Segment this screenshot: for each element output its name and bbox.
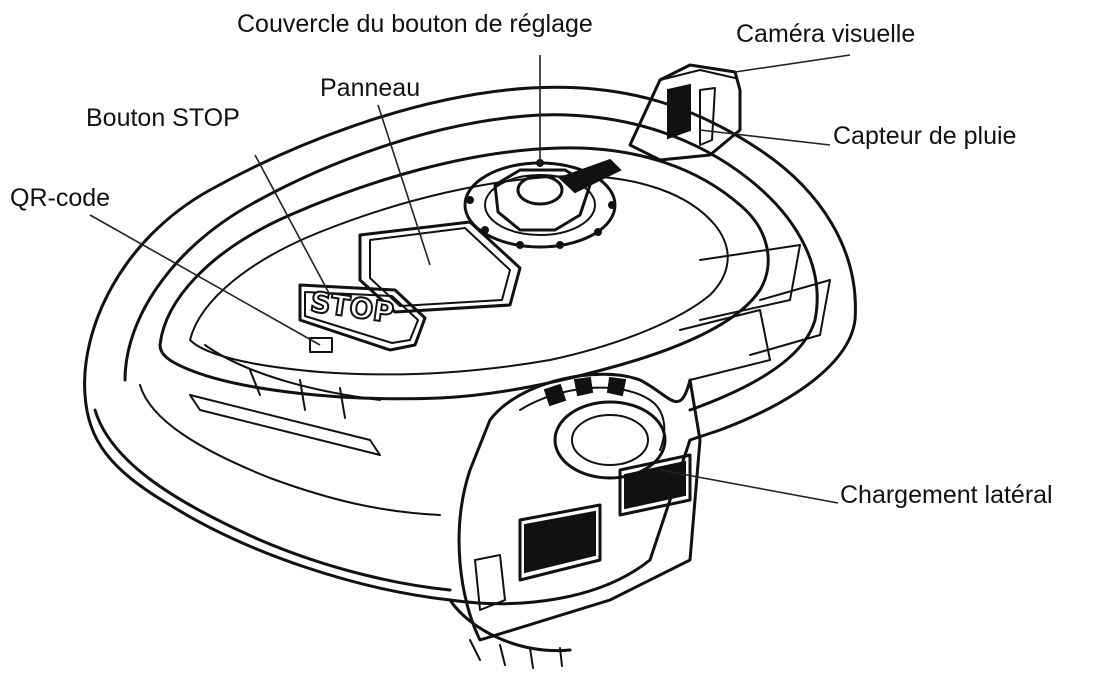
front-bumper bbox=[93, 408, 452, 592]
label-qr-code: QR-code bbox=[10, 184, 111, 212]
camera-post bbox=[628, 63, 742, 162]
front-slot-1 bbox=[189, 394, 381, 456]
side-panel-2 bbox=[749, 279, 831, 356]
label-adjust-cover: Couvercle du bouton de réglage bbox=[237, 10, 593, 38]
front-slot-2 bbox=[204, 344, 381, 401]
stop-button-graphic: STOP bbox=[298, 283, 427, 353]
adjust-knob bbox=[463, 158, 622, 249]
label-rain-sensor: Capteur de pluie bbox=[833, 122, 1017, 150]
qr-code-graphic bbox=[309, 337, 333, 353]
leader-qr-code bbox=[89, 214, 321, 346]
side-charging bbox=[448, 372, 702, 669]
leader-camera bbox=[734, 54, 851, 73]
leader-rain-sensor bbox=[699, 129, 831, 146]
leader-panel bbox=[377, 104, 431, 266]
side-panel-3 bbox=[679, 309, 771, 381]
front-bumper-2 bbox=[139, 384, 441, 516]
side-panel-1 bbox=[699, 244, 801, 321]
top-cover-inner bbox=[189, 174, 729, 376]
leader-side-charging bbox=[659, 469, 839, 504]
label-stop-button: Bouton STOP bbox=[86, 104, 240, 132]
label-side-charging: Chargement latéral bbox=[840, 481, 1053, 509]
label-camera: Caméra visuelle bbox=[736, 20, 916, 48]
leader-stop-button bbox=[254, 154, 331, 296]
front-slot-3 bbox=[249, 369, 346, 419]
leader-lines bbox=[89, 54, 851, 504]
outer-shell bbox=[83, 85, 857, 606]
stop-text: STOP bbox=[308, 285, 395, 329]
top-cover bbox=[158, 146, 770, 401]
mower-body bbox=[83, 85, 857, 606]
inner-shell bbox=[123, 113, 819, 412]
label-panel: Panneau bbox=[320, 74, 421, 102]
